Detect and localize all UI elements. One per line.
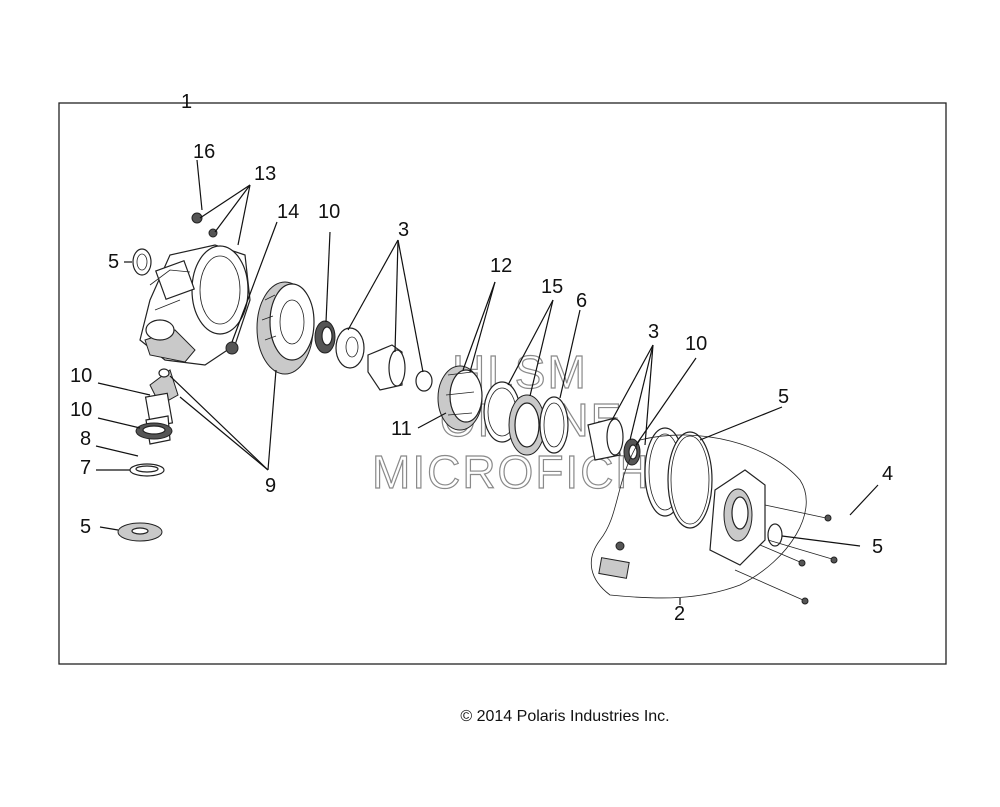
vent-fitting	[191, 212, 203, 224]
callout-10-left-upper: 10	[70, 365, 92, 387]
callout-14: 14	[277, 201, 299, 223]
main-housing	[139, 244, 251, 366]
copyright-notice: © 2014 Polaris Industries Inc.	[460, 708, 670, 725]
seal-top-left	[132, 248, 152, 276]
callout-5-cover: 5	[872, 536, 883, 558]
callout-8: 8	[80, 428, 91, 450]
bolts	[734, 504, 838, 605]
leader-lines	[95, 159, 879, 605]
roller-cage	[437, 365, 483, 431]
seal-cover	[767, 523, 783, 547]
callout-13: 13	[254, 163, 276, 185]
callout-6: 6	[576, 290, 587, 312]
callout-12: 12	[490, 255, 512, 277]
callout-10-left-lower: 10	[70, 399, 92, 421]
plug-fitting	[225, 341, 239, 355]
spacer-2	[415, 370, 433, 392]
callout-11: 11	[391, 418, 412, 440]
callout-10-center: 10	[318, 201, 340, 223]
o-ring-large-2	[667, 431, 713, 529]
callout-10-right: 10	[685, 333, 707, 355]
callout-5-lower: 5	[80, 516, 91, 538]
callout-16: 16	[193, 141, 215, 163]
spacer-1	[335, 327, 365, 369]
cover-kit-outline	[591, 434, 807, 599]
callout-15: 15	[541, 276, 563, 298]
callout-3-right: 3	[648, 321, 659, 343]
callout-5-oring: 5	[778, 386, 789, 408]
callout-4: 4	[882, 463, 893, 485]
diagram-frame	[58, 102, 947, 665]
cover	[709, 469, 766, 566]
ring-gear	[256, 281, 315, 375]
connector-kit	[598, 557, 630, 579]
callout-2: 2	[674, 603, 685, 625]
callout-3-center: 3	[398, 219, 409, 241]
gasket-6	[539, 396, 569, 454]
callout-7: 7	[80, 457, 91, 479]
callout-9: 9	[265, 475, 276, 497]
callout-5-top-left: 5	[108, 251, 119, 273]
callout-1: 1	[181, 91, 192, 113]
